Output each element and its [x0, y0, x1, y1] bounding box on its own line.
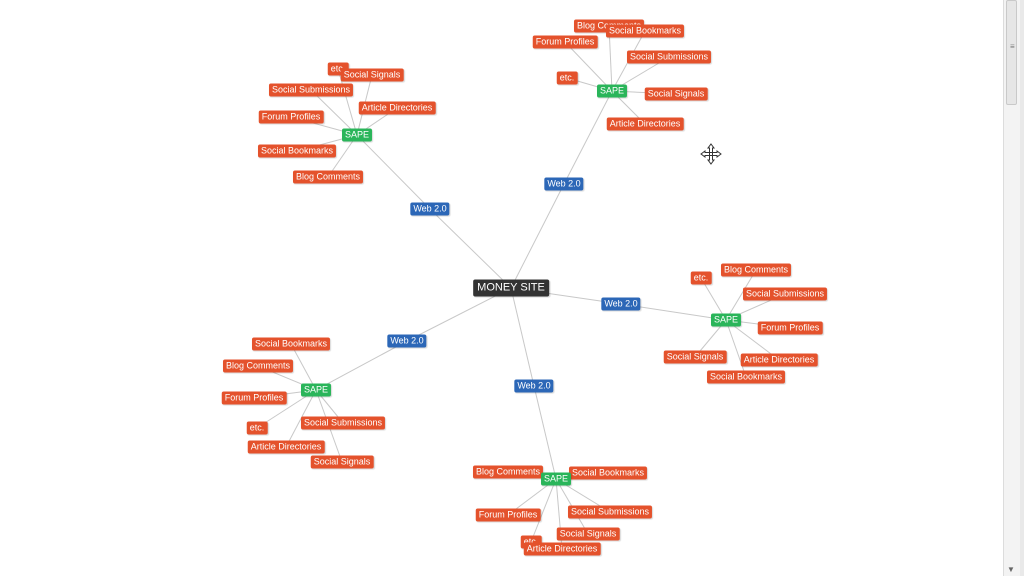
link-node[interactable]: Article Directories — [247, 440, 325, 454]
link-node[interactable]: Social Bookmarks — [706, 370, 786, 384]
link-node[interactable]: Social Signals — [556, 527, 620, 541]
edge-center-web — [510, 183, 565, 289]
link-node[interactable]: Social Bookmarks — [605, 24, 685, 38]
edge-sape-item — [725, 319, 747, 378]
edge-sape-item — [327, 134, 358, 178]
web20-node[interactable]: Web 2.0 — [410, 202, 450, 216]
edge-sape-item — [564, 41, 613, 92]
grip-icon: ≡ — [1010, 42, 1015, 51]
link-node[interactable]: Social Submissions — [300, 416, 386, 430]
edge-sape-item — [310, 89, 358, 136]
edge-web-sape — [315, 340, 408, 391]
sape-node[interactable]: SAPE — [596, 84, 628, 98]
edge-web-sape — [356, 134, 431, 210]
link-node[interactable]: Forum Profiles — [475, 508, 541, 522]
web20-node[interactable]: Web 2.0 — [601, 297, 641, 311]
window-edge — [1020, 0, 1024, 576]
web20-node[interactable]: Web 2.0 — [514, 379, 554, 393]
link-node[interactable]: Article Directories — [523, 542, 601, 556]
scrollbar-thumb[interactable]: ≡ — [1006, 0, 1017, 105]
money-site-node[interactable]: MONEY SITE — [473, 279, 549, 297]
vertical-scrollbar[interactable]: ≡ ▼ — [1003, 0, 1020, 576]
link-node[interactable]: Blog Comments — [720, 263, 792, 277]
link-node[interactable]: Social Submissions — [742, 287, 828, 301]
sape-node[interactable]: SAPE — [710, 313, 742, 327]
link-node[interactable]: Social Signals — [644, 87, 708, 101]
move-cursor-icon — [700, 143, 722, 165]
edge-sape-item — [700, 277, 727, 321]
link-node[interactable]: Blog Comments — [472, 465, 544, 479]
sape-node[interactable]: SAPE — [300, 383, 332, 397]
link-node[interactable]: Social Submissions — [626, 50, 712, 64]
link-node[interactable]: Social Signals — [340, 68, 404, 82]
link-node[interactable]: Article Directories — [740, 353, 818, 367]
link-node[interactable]: etc. — [690, 271, 712, 285]
link-node[interactable]: Blog Comments — [292, 170, 364, 184]
link-node[interactable]: Forum Profiles — [532, 35, 598, 49]
edge-sape-item — [725, 319, 780, 361]
edge-web-sape — [533, 385, 557, 480]
link-node[interactable]: Social Bookmarks — [251, 337, 331, 351]
link-node[interactable]: etc. — [556, 71, 578, 85]
edge-center-web — [406, 287, 512, 342]
web20-node[interactable]: Web 2.0 — [544, 177, 584, 191]
sape-node[interactable]: SAPE — [540, 472, 572, 486]
chevron-down-icon[interactable]: ▼ — [1007, 565, 1015, 574]
edge-sape-item — [290, 343, 317, 391]
link-node[interactable]: Forum Profiles — [221, 391, 287, 405]
edge-sape-item — [725, 269, 757, 321]
link-node[interactable]: Social Submissions — [567, 505, 653, 519]
web20-node[interactable]: Web 2.0 — [387, 334, 427, 348]
link-node[interactable]: Forum Profiles — [757, 321, 823, 335]
link-node[interactable]: Social Bookmarks — [568, 466, 648, 480]
edge-center-web — [429, 208, 512, 289]
link-node[interactable]: Article Directories — [358, 101, 436, 115]
sape-node[interactable]: SAPE — [341, 128, 373, 142]
edge-center-web — [510, 287, 535, 387]
link-node[interactable]: Social Signals — [310, 455, 374, 469]
link-node[interactable]: Social Submissions — [268, 83, 354, 97]
link-node[interactable]: Social Signals — [663, 350, 727, 364]
link-node[interactable]: etc. — [246, 421, 268, 435]
link-node[interactable]: Article Directories — [606, 117, 684, 131]
link-node[interactable]: Forum Profiles — [258, 110, 324, 124]
edge-sape-item — [530, 478, 557, 543]
link-node[interactable]: Social Bookmarks — [257, 144, 337, 158]
link-node[interactable]: Blog Comments — [222, 359, 294, 373]
edge-web-sape — [563, 90, 613, 185]
